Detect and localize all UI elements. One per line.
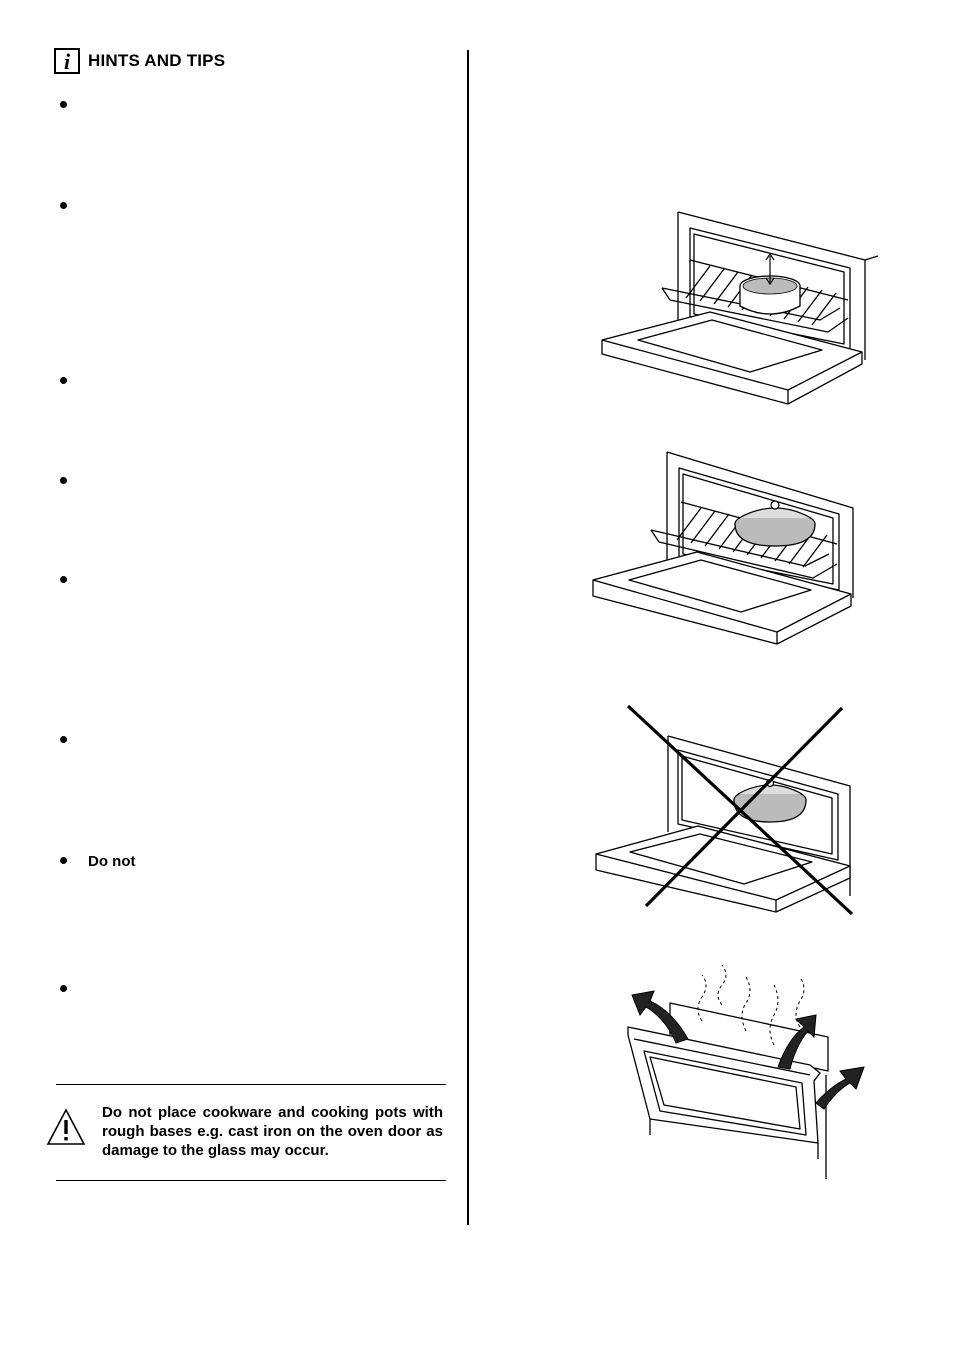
svg-text:i: i [64,49,71,74]
oven-shelf-pan-clearance-illustration [601,211,879,405]
bullet-dot [60,377,67,384]
warning-top-rule [56,1084,446,1085]
oven-door-heat-vent-illustration [627,964,865,1179]
bullet-dot [60,576,67,583]
section-heading: HINTS AND TIPS [88,51,226,70]
casserole-on-door-crossed-out-illustration [595,704,854,916]
bullet-text: Do not [88,853,136,870]
info-icon: i [54,48,80,74]
column-divider [467,50,469,1225]
bullet-dot [60,985,67,992]
oven-shelf-casserole-illustration [592,451,854,645]
bullet-dot [60,477,67,484]
warning-bottom-rule [56,1180,446,1181]
warning-triangle-icon [46,1108,86,1145]
bullet-dot [60,736,67,743]
warning-text: Do not place cookware and cooking pots w… [102,1104,443,1159]
bullet-dot [60,101,67,108]
bullet-dot [60,202,67,209]
bullet-dot [60,857,67,864]
